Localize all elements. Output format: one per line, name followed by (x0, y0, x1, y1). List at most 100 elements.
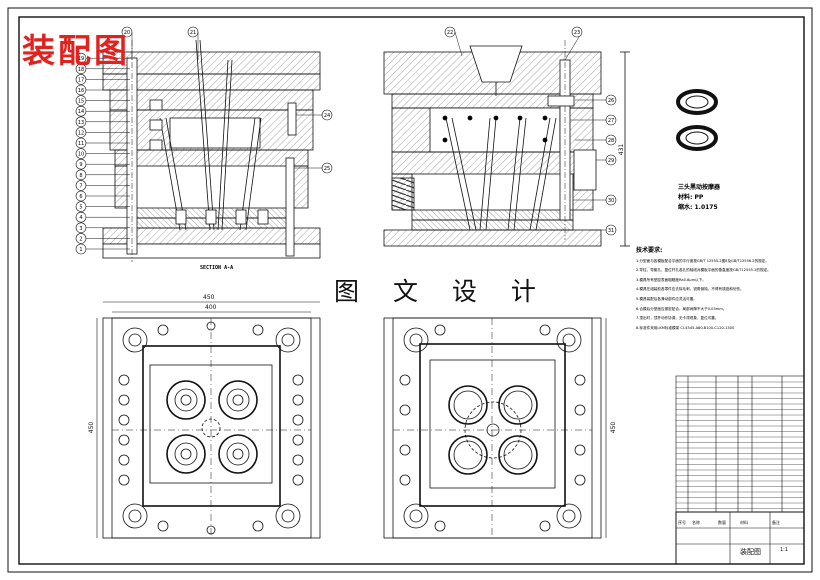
callout-label: 13 (78, 120, 84, 126)
callout-label: 21 (190, 30, 196, 36)
part-material: 材料: PP (678, 194, 704, 201)
callout-balloon (75, 52, 87, 64)
plan-left-dimensions (96, 301, 320, 538)
callout-label: 2 (79, 236, 82, 242)
plan-view-right (383, 317, 602, 539)
note-item: 5.模具装配后各滑动部件应灵活可靠。 (636, 296, 697, 301)
callout-balloon (75, 233, 87, 244)
callout-balloon (321, 109, 333, 121)
callout-label: 18 (78, 67, 84, 73)
technical-notes: 技术要求: 1.分型面与各模板配合平面的平行度按GB/T 12555.2图8及G… (636, 246, 786, 333)
watermark-text: 图 文 设 计 (330, 272, 553, 308)
callout-balloon (75, 148, 87, 159)
callout-balloon (121, 26, 133, 38)
callout-balloon (605, 94, 617, 106)
callout-label: 23 (574, 30, 580, 36)
tb-caption: 装配图 (740, 548, 761, 556)
callout-balloon (75, 127, 87, 138)
callout-label: 29 (608, 158, 614, 164)
callouts-top: 20 21 22 23 (121, 26, 583, 61)
callout-label: 20 (124, 30, 130, 36)
notes-heading: 技术要求: (636, 247, 663, 254)
dim-plate-height-left: 450 (88, 421, 96, 434)
callout-label: 4 (79, 215, 82, 221)
tb-scale: 1:1 (780, 547, 789, 553)
callout-label: 6 (79, 194, 82, 200)
plan-view-left (102, 317, 321, 539)
tb-header-name: 名称 (692, 520, 700, 525)
callout-label: 16 (78, 88, 84, 94)
callout-label: 9 (79, 162, 82, 168)
note-item: 6.合模后分型面应紧密贴合，局部间隙不大于0.03mm。 (636, 306, 727, 311)
callout-label: 11 (78, 141, 84, 147)
tb-header-material: 材料 (740, 520, 748, 525)
callout-balloon (571, 26, 583, 38)
dim-top-height: 431 (618, 143, 626, 156)
callout-label: 8 (79, 173, 82, 179)
callout-label: 31 (608, 228, 614, 234)
callout-balloon (605, 134, 617, 146)
tb-header-no: 序号 (678, 520, 686, 525)
callout-balloon (75, 84, 87, 96)
part-shrinkage: 缩水: 1.0175 (678, 204, 718, 211)
callout-balloon (75, 190, 87, 202)
note-item: 7.顶出时，顶杆动作协调，无卡滞现象，复位可靠。 (636, 316, 719, 321)
o-ring-part-icon (676, 89, 718, 151)
dim-plate-height-right: 450 (610, 421, 618, 434)
outer-frame (7, 7, 813, 573)
callout-balloon (444, 26, 456, 38)
part-info: 三头黑动按摩器 材料: PP 缩水: 1.0175 (678, 183, 720, 213)
callout-label: 7 (79, 183, 82, 189)
section-view-right (383, 40, 630, 247)
section-view-left (102, 39, 321, 262)
callout-balloon (75, 74, 87, 85)
callout-balloon (75, 95, 87, 106)
callout-label: 28 (608, 138, 614, 144)
note-item: 4.模具在组装前各零件应去除毛刺、锐角倒钝。不得有锈迹和划伤。 (636, 287, 744, 292)
inner-frame (18, 16, 805, 565)
callout-label: 5 (79, 205, 82, 211)
callout-label: 26 (608, 98, 614, 104)
note-item: 2.导柱、导套孔、复位杆孔各孔的轴线对模板平面的垂直度按GB/T12555.2的… (636, 268, 771, 273)
note-item: 8.标准件采用LKM标准模架 CI-4545-A80-B100-C120-130… (636, 325, 735, 330)
section-label: SECTION A-A (200, 265, 234, 271)
note-item: 3.模具所有型腔表面粗糙度Ra0.8μm以下。 (636, 277, 706, 282)
callout-balloon (75, 137, 87, 149)
callout-label: 27 (608, 118, 614, 124)
callout-balloon (75, 211, 87, 223)
callout-label: 1 (79, 247, 82, 253)
dim-overall-width: 450 (203, 294, 215, 301)
callout-label: 30 (608, 198, 614, 204)
callout-balloon (75, 180, 87, 191)
callout-label: 22 (447, 30, 453, 36)
callout-balloon (605, 114, 617, 126)
callout-balloon (605, 194, 617, 206)
callout-balloon (75, 222, 87, 234)
callout-balloon (321, 162, 333, 174)
callout-balloon (75, 105, 87, 117)
callout-balloon (75, 201, 87, 212)
drawing-title: 装配图 (22, 31, 130, 70)
callout-label: 3 (79, 226, 82, 232)
title-block (675, 375, 805, 565)
callout-balloon (187, 26, 199, 38)
callout-balloon (75, 169, 87, 181)
callout-label: 24 (324, 113, 330, 119)
callout-label: 12 (78, 130, 84, 136)
note-item: 1.分型面与各模板配合平面的平行度按GB/T 12555.2图8及GB/T125… (636, 258, 769, 263)
callout-balloon (75, 243, 87, 255)
callout-label: 19 (78, 56, 84, 62)
callout-label: 25 (324, 166, 330, 172)
callout-balloon (605, 224, 617, 236)
dim-inner-width: 400 (205, 304, 217, 311)
callout-label: 15 (78, 99, 84, 105)
callout-label: 17 (78, 77, 84, 83)
callout-balloon (75, 116, 87, 128)
callout-label: 10 (78, 152, 84, 158)
callout-balloon (75, 158, 87, 170)
callout-label: 14 (78, 109, 84, 115)
tb-header-qty: 数量 (718, 520, 726, 525)
part-name: 三头黑动按摩器 (678, 184, 721, 191)
